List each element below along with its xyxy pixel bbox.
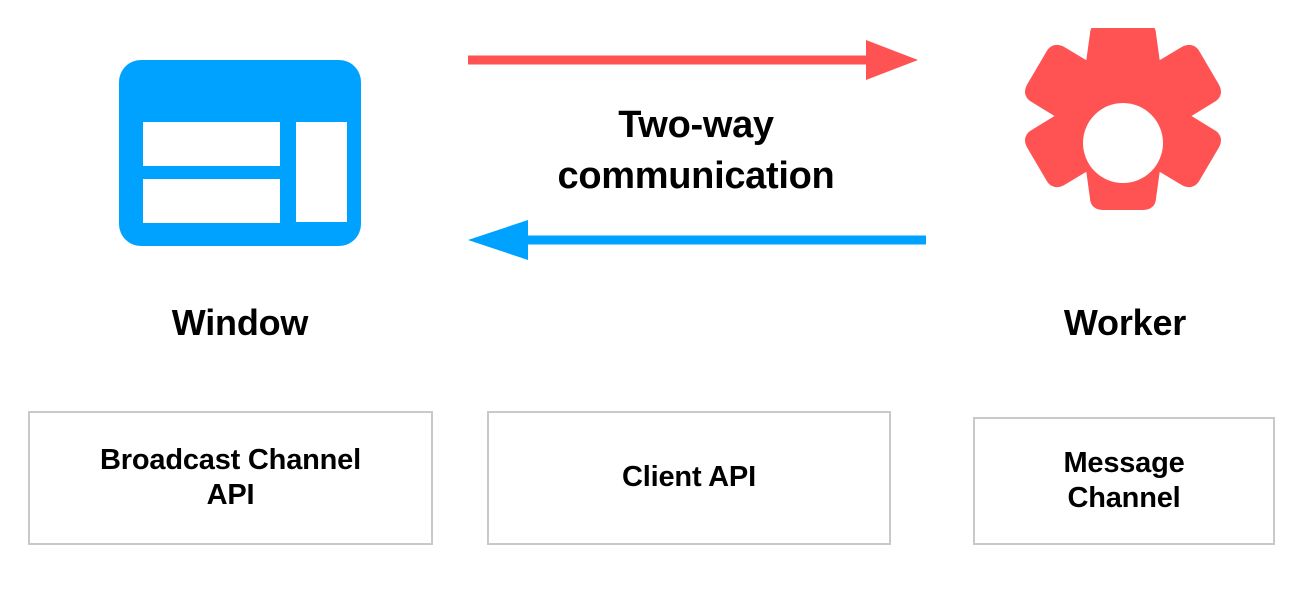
arrow-window-to-worker: [466, 38, 922, 82]
gear-icon: [1015, 28, 1231, 258]
api-box-message-channel: Message Channel: [973, 417, 1275, 545]
two-way-communication-label: Two-way communication: [557, 104, 835, 198]
node-caption-worker: Worker: [1063, 302, 1187, 343]
api-box-client-api: Client API: [487, 411, 891, 545]
window-pane-right: [296, 122, 347, 222]
arrow-worker-to-window: [466, 218, 928, 262]
window-pane-top-left: [143, 122, 280, 166]
api-box-broadcast-channel-api: Broadcast Channel API: [28, 411, 433, 545]
window-pane-bottom-left: [143, 179, 280, 223]
node-caption-window: Window: [171, 302, 309, 343]
browser-window-icon: [119, 60, 361, 246]
